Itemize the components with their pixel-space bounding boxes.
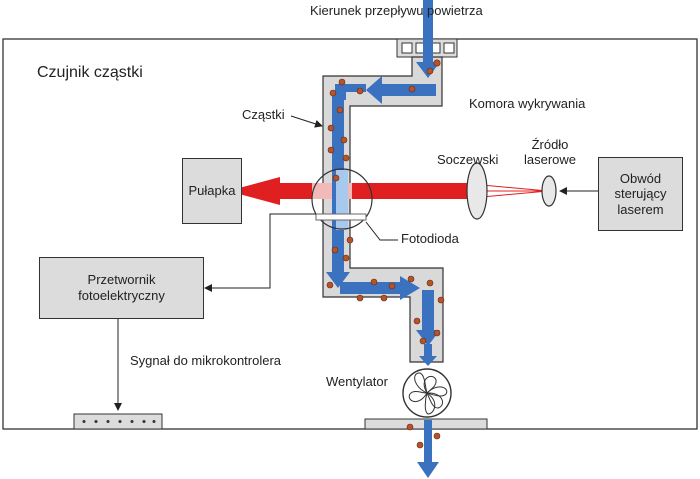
airflow-arrows [326, 0, 440, 478]
lens-label: Soczewski [437, 152, 499, 167]
particles-label: Cząstki [242, 107, 285, 122]
laser-source-line2: laserowe [523, 151, 577, 167]
fan-label: Wentylator [326, 374, 388, 389]
laser-source-line1: Źródło [531, 137, 569, 152]
converter-label-line1: Przetwornik [87, 272, 156, 288]
laser-source-label: Źródło laserowe [515, 137, 585, 168]
laser-driver-line3: laserem [617, 201, 664, 217]
laser-driver-line2: sterujący [614, 186, 667, 202]
laser-driver-box: Obwód sterujący laserem [598, 157, 683, 231]
photodiode-label: Fotodioda [401, 231, 459, 246]
airflow-label: Kierunek przepływu powietrza [310, 3, 483, 18]
fan-icon [402, 368, 452, 418]
photodiode [315, 213, 367, 221]
lens [466, 162, 488, 220]
trap-box: Pułapka [182, 158, 242, 224]
laser-source [541, 175, 557, 207]
detection-zone [311, 168, 373, 230]
laser-driver-line1: Obwód [619, 170, 662, 186]
particles-group [326, 59, 445, 449]
converter-label-line2: fotoelektryczny [78, 288, 165, 303]
converter-box: Przetwornik fotoelektryczny [39, 257, 204, 319]
trap-label: Pułapka [188, 183, 236, 199]
connector-lines [114, 115, 598, 411]
signal-connector [73, 413, 163, 430]
detection-chamber-label: Komora wykrywania [469, 96, 586, 111]
signal-label: Sygnał do mikrokontrolera [130, 353, 282, 368]
sensor-title: Czujnik cząstki [37, 64, 143, 81]
